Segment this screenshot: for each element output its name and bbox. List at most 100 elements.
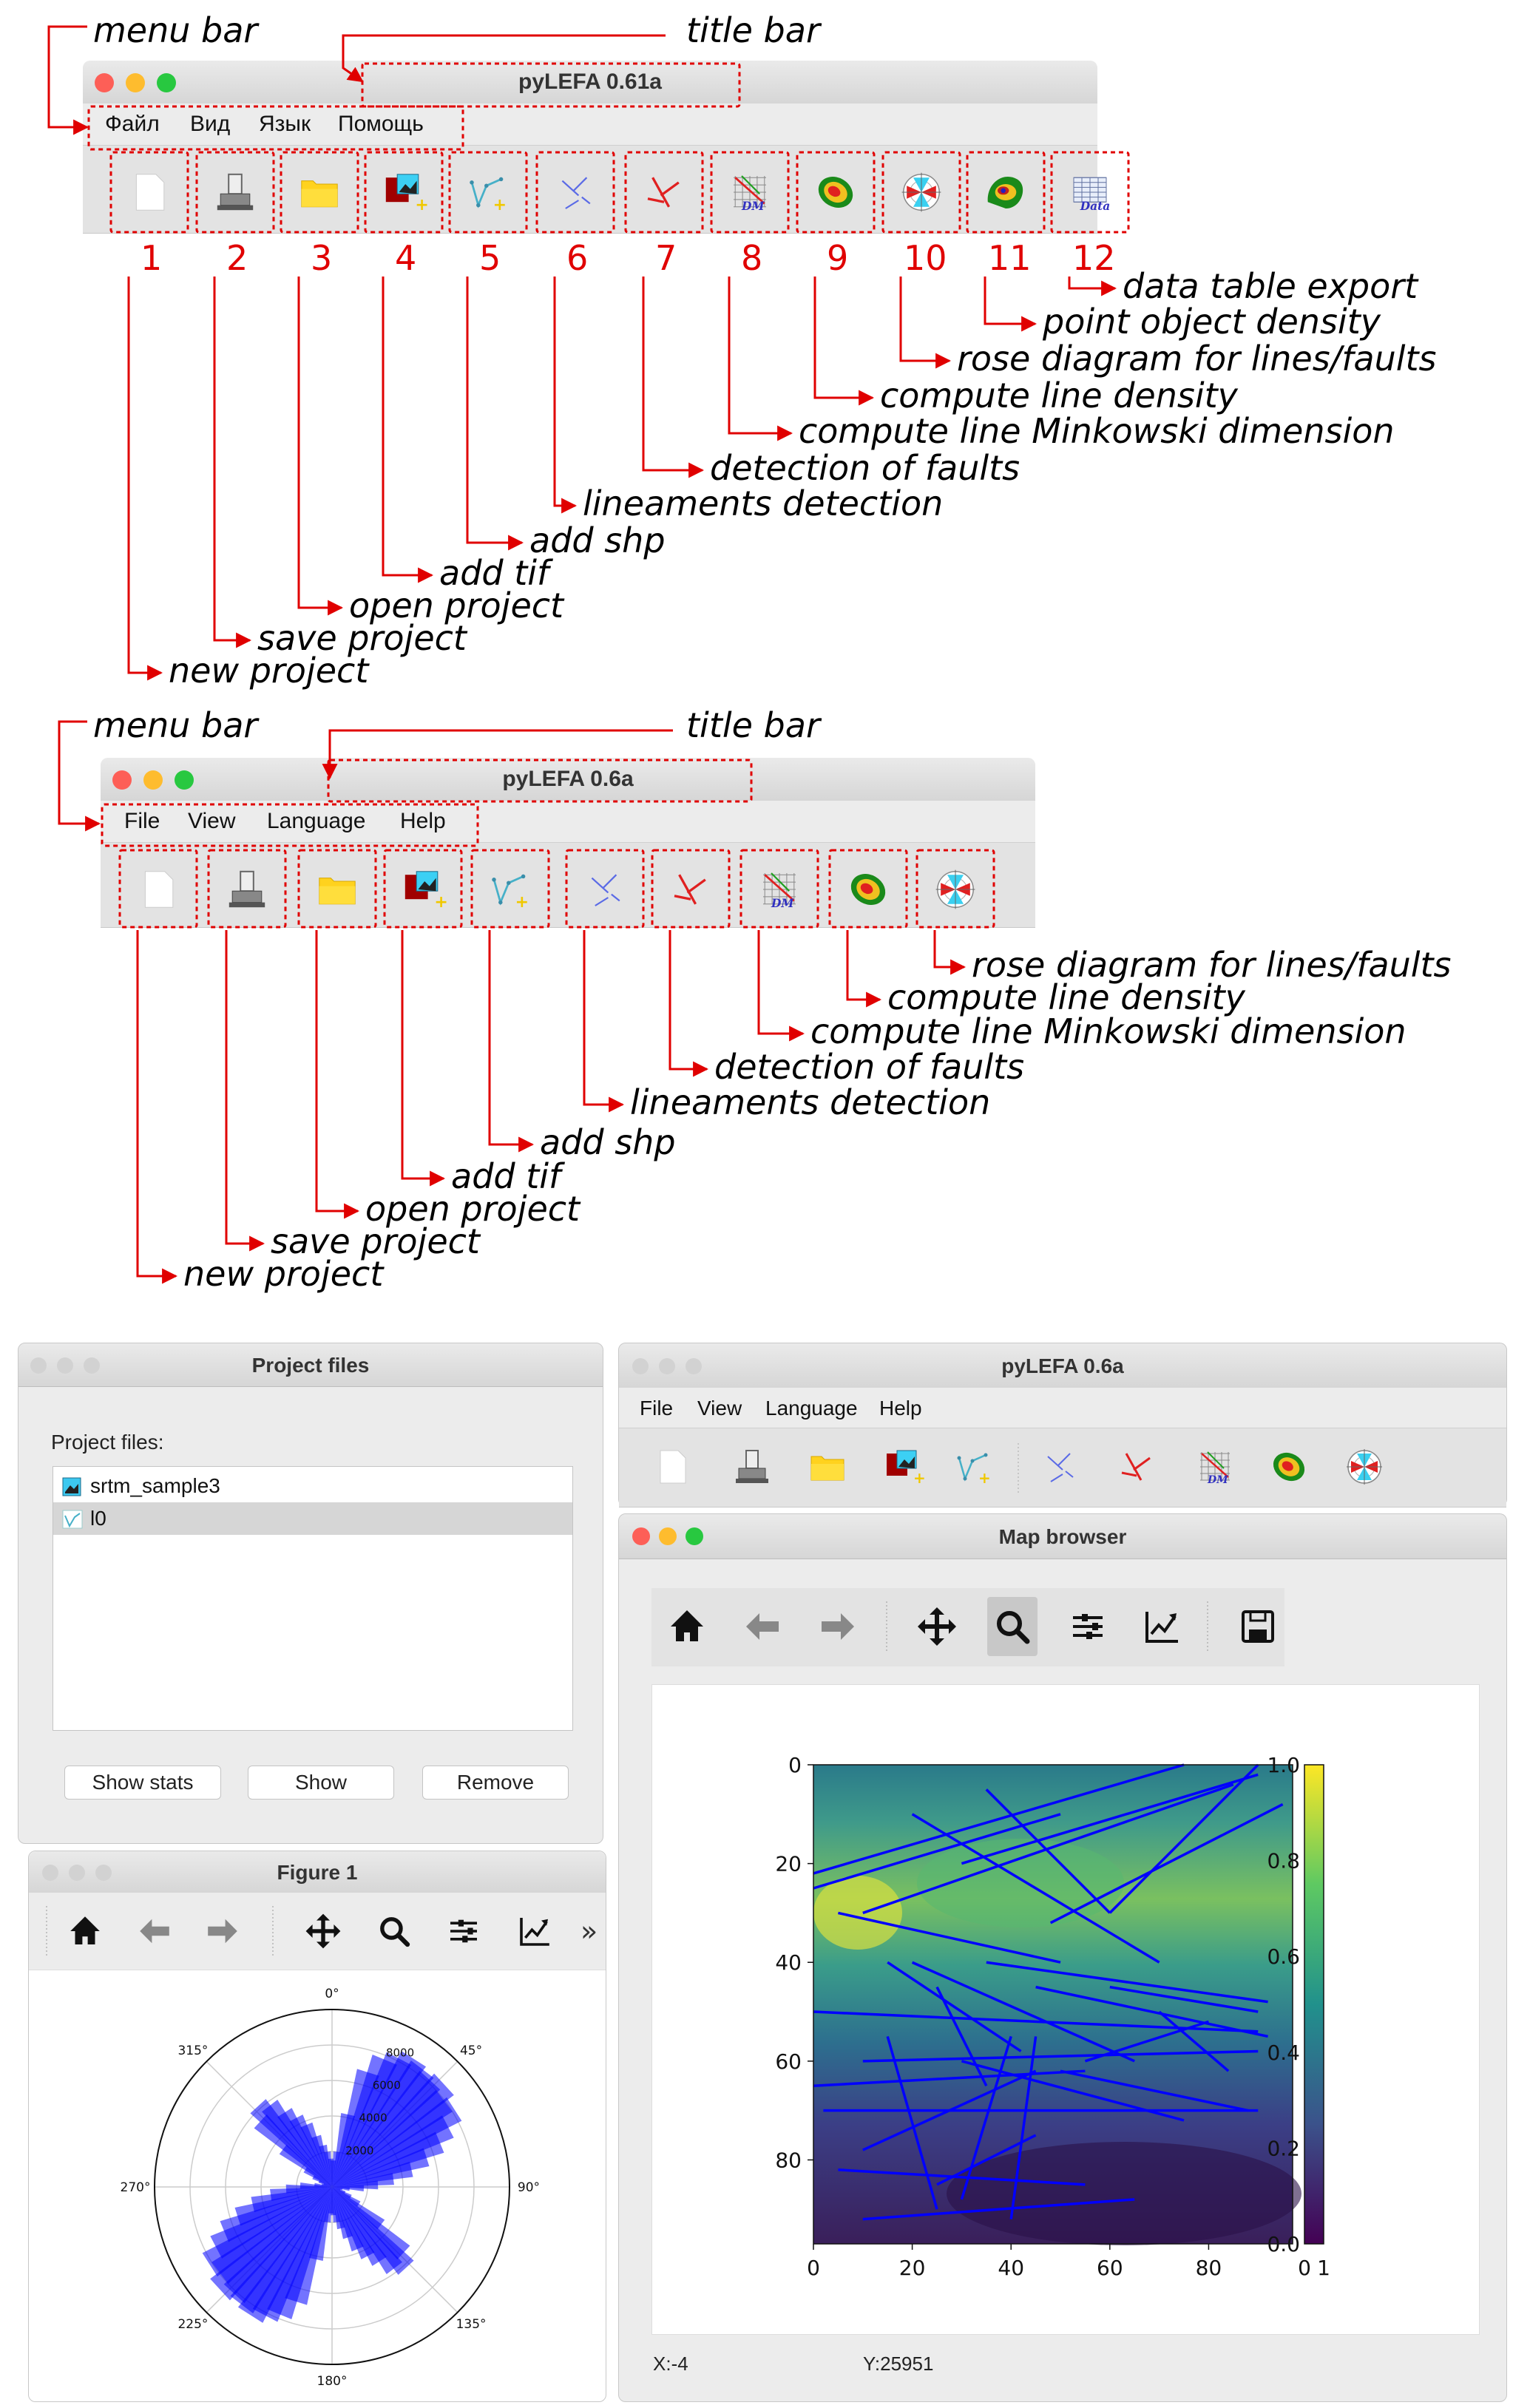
lineament-line [862,2069,1037,2151]
y-tick-label: 60 [775,2049,802,2074]
callout-label: open project [349,586,564,625]
maximize-button[interactable] [686,1358,702,1374]
y-tick-label: 20 [775,1852,802,1876]
show-stats-button[interactable]: Show stats [64,1766,221,1800]
back-arrow-icon [746,1613,779,1640]
lineament-line [985,1788,1111,1914]
minimize-button[interactable] [659,1527,677,1545]
menu-view[interactable]: Вид [190,112,231,136]
label-arrow [297,277,344,616]
new-project-icon [144,871,174,908]
menu-help[interactable]: Help [400,809,446,833]
lineaments-detection-icon [1047,1453,1074,1482]
toolbar-button-callout [383,849,463,929]
toolbar-button-callout [828,849,908,929]
svg-text:+: + [978,1469,991,1487]
window-title: Map browser [998,1525,1127,1548]
menu-view[interactable]: View [697,1397,742,1420]
close-button[interactable] [95,73,114,92]
close-button[interactable] [30,1357,47,1374]
callout-label: rose diagram for lines/faults [957,339,1437,379]
menu-bar: Файл Вид Язык Помощь [83,104,1097,145]
toolbar-button-callout [565,849,645,929]
menu-file[interactable]: Файл [105,112,160,136]
menu-bar-arrow [47,25,89,135]
callout-label: save project [257,618,467,658]
label-arrow [488,930,535,1153]
menu-view[interactable]: View [188,809,236,833]
status-y: Y:25951 [863,2353,934,2375]
rose-wedge [332,2187,345,2230]
close-button[interactable] [632,1527,650,1545]
label-arrow [813,277,875,406]
minimize-button[interactable] [659,1358,675,1374]
svg-text:+: + [434,893,447,912]
title-bar: pyLEFA 0.6a [101,758,1035,801]
y-tick-label: 80 [775,2148,802,2172]
maximize-button[interactable] [157,73,176,92]
toolbar-button-callout [1050,151,1130,234]
toolbar-button-callout [448,151,528,234]
menu-help[interactable]: Помощь [338,112,424,136]
title-bar-arrow [342,34,666,83]
list-item[interactable]: l0 [53,1502,572,1535]
home-icon [671,1610,703,1641]
callout-label: add shp [540,1122,676,1162]
rose-wedge [234,2187,332,2226]
label-arrow [728,277,793,441]
rose-wedge [289,2114,332,2187]
toolbar-button-callout [651,849,731,929]
menu-help[interactable]: Help [879,1397,922,1420]
project-files-list[interactable]: srtm_sample3 l0 [53,1466,573,1731]
lineament-line [936,2134,1037,2186]
detection-of-faults-icon [1121,1453,1151,1481]
maximize-button[interactable] [95,1865,112,1881]
callout-label: compute line density [880,376,1238,416]
menu-bar-callout-box [87,105,464,151]
radial-tick-label: 4000 [359,2112,387,2125]
x-tick-label: 0 [807,2256,820,2280]
maximize-button[interactable] [175,770,194,790]
lineament-line [961,1773,1259,1865]
radial-tick-label: 8000 [386,2046,414,2059]
svg-text:DM: DM [1207,1474,1228,1486]
label-arrow [213,277,252,648]
close-button[interactable] [112,770,132,790]
svg-text:+: + [913,1469,926,1487]
remove-button[interactable]: Remove [422,1766,569,1800]
add-shp-icon: + [470,177,507,214]
menu-language[interactable]: Language [267,809,366,833]
menu-language[interactable]: Language [765,1397,858,1420]
svg-text:+: + [415,196,428,214]
title-bar: Map browser [619,1514,1506,1559]
callout-number: 3 [311,238,333,278]
maximize-button[interactable] [686,1527,703,1545]
more-tools-button[interactable]: » [580,1915,598,1947]
minimize-button[interactable] [143,770,163,790]
title-bar: Project files [18,1343,603,1387]
close-button[interactable] [42,1865,58,1881]
show-button[interactable]: Show [248,1766,394,1800]
point-density-icon [987,177,1023,208]
project-files-window: Project files Project files: srtm_sample… [18,1343,603,1844]
zoom-icon [987,1597,1038,1656]
minimize-button[interactable] [126,73,145,92]
menu-file[interactable]: File [124,809,160,833]
lineament-line [813,1763,1185,1875]
minimize-button[interactable] [57,1357,73,1374]
close-button[interactable] [632,1358,649,1374]
lineament-line [838,1911,1061,1964]
forward-arrow-icon [822,1613,854,1640]
label-arrow [136,930,178,1284]
maximize-button[interactable] [84,1357,100,1374]
window-title: pyLEFA 0.6a [1001,1354,1124,1377]
menu-file[interactable]: File [640,1397,674,1420]
toolbar-button-callout [915,849,995,929]
lineament-line [911,1961,1135,2063]
menu-language[interactable]: Язык [259,112,311,136]
list-item[interactable]: srtm_sample3 [53,1470,572,1502]
angle-tick-label: 315° [177,2044,208,2058]
mpl-toolbar: » [29,1893,606,1970]
minimize-button[interactable] [69,1865,85,1881]
